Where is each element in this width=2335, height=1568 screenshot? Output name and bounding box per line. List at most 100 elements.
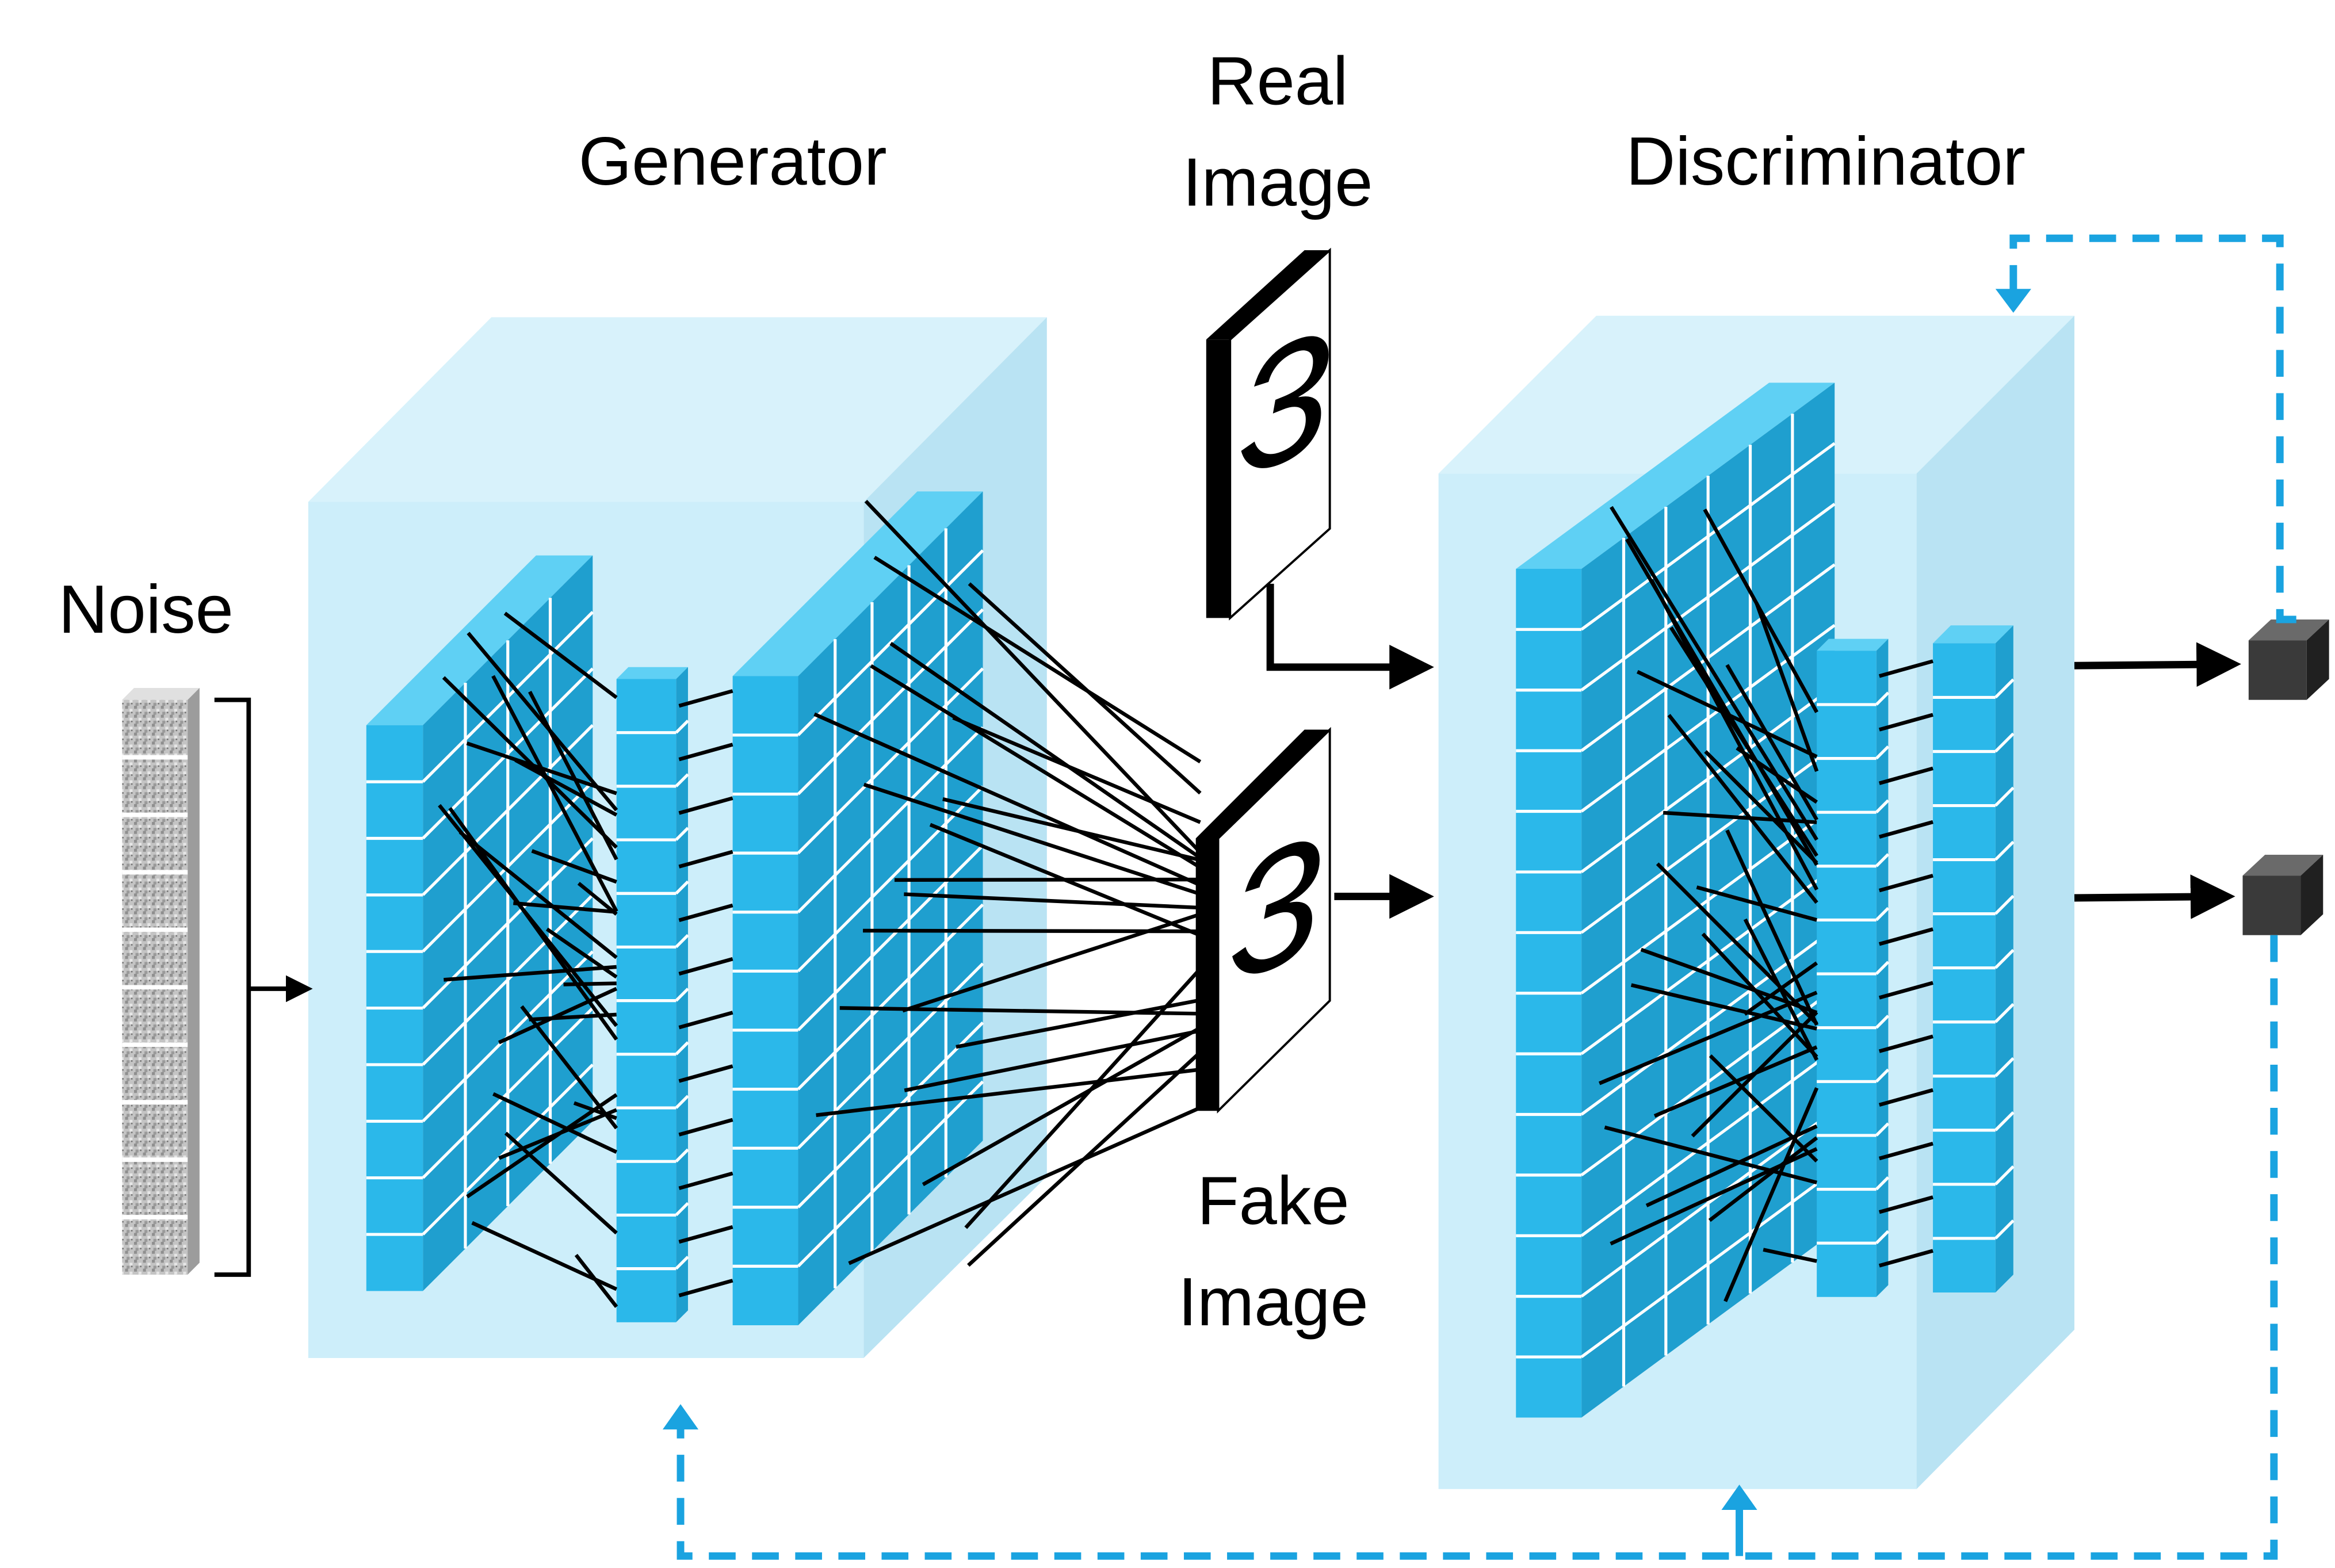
fake-image-label-line1: Fake [1197,1162,1350,1239]
gen-layer-2-side-row-line [675,827,689,841]
gen-layer-2-side-row-line [675,934,689,949]
fake-image-label-line2: Image [1178,1264,1369,1340]
disc-conn-1 [1763,1248,1817,1263]
gen-conn-3 [964,967,1202,1229]
gen-layer-1-top [366,555,593,725]
gen-conn-3 [904,1028,1201,1092]
feedback-arrowhead-top [1995,289,2031,313]
gen-conn-2 [678,796,733,815]
gen-layer-1 [366,555,594,1291]
gen-layer-3-side [798,491,983,1325]
gen-layer-2-side-row-line [675,1256,689,1270]
real-image-arrow [1266,583,1434,690]
noise-cells [122,755,188,1219]
noise-bracket [214,697,251,1277]
disc-conn-1 [1736,746,1818,804]
gen-layer-2-side-row-line [675,1202,689,1217]
disc-layer-2-side-row-line [1875,745,1890,760]
disc-conn-1 [1630,983,1817,1031]
disc-conn-1 [1743,961,1818,1016]
gen-conn-2 [678,689,733,708]
gen-conn-3 [968,582,1202,795]
gen-conn-2 [678,1118,733,1137]
gen-layer-3-side-row-line [797,667,984,854]
real-image-label-line2: Image [1183,144,1373,220]
gen-conn-3 [870,664,1202,869]
gen-conn-1 [444,965,617,982]
disc-layer-3-side-row-line [1994,1111,2015,1131]
disc-layer-3-side-row-line [1994,949,2015,969]
real-image-label-line1: Real [1207,43,1348,119]
disc-conn-2 [1879,1034,1933,1053]
feedback-arrowhead-discriminator-bottom [1721,1484,1757,1510]
gen-layer-3-top [732,491,983,676]
gen-layer-3-side-row-line [797,549,984,736]
feedback-loop-discriminator [1995,234,2296,624]
gen-conn-2 [678,957,733,976]
gen-conn-2 [678,1225,733,1244]
disc-conn-1 [1653,1045,1818,1118]
disc-layer-3-side-row-line [1994,894,2015,915]
disc-conn-2 [1879,766,1933,785]
gen-layer-2-side-row-line [675,1148,689,1163]
disc-layer-2-side-row-line [1875,799,1890,814]
gen-conn-3 [894,877,1201,882]
disc-conn-1 [1610,506,1818,841]
gen-layer-3-side-row-line [797,1080,984,1268]
disc-conn-1 [1691,1011,1818,1138]
disc-layer-3-side-row-line [1994,786,2015,807]
gen-layer-3-side-row-line [797,903,984,1091]
disc-conn-1 [1649,579,1819,891]
noise-label: Noise [58,571,233,648]
disc-layer-3-side-row-line [1994,1165,2015,1185]
gen-conn-3 [967,1050,1202,1267]
gen-conn-3 [864,499,1202,854]
generator-label: Generator [579,123,887,200]
gen-conn-1 [503,611,618,699]
gen-layer-3 [732,491,984,1325]
disc-conn-1 [1696,885,1818,922]
gen-layer-2-side-row-line [675,1041,689,1055]
gen-conn-2 [678,1011,733,1030]
gen-layer-2-side-row-line [675,880,689,895]
gen-conn-1 [498,986,618,1045]
disc-conn-1 [1645,1124,1818,1207]
gen-conn-3 [889,641,1202,860]
gen-layer-2-side-row-line [675,773,689,787]
disc-layer-2 [1817,638,1890,1297]
disc-conn-1 [1709,1054,1818,1162]
gen-conn-3 [813,712,1201,887]
output-cube-fake [2242,854,2323,935]
gen-conn-3 [902,912,1201,1013]
real-image-digit: 3 [1237,291,1331,515]
gen-layer-2-side-row-line [675,1095,689,1109]
disc-conn-2 [1879,874,1933,893]
disc-conn-2 [1879,659,1933,678]
feedback-arrowhead-generator [662,1404,699,1430]
fake-image-digit: 3 [1228,797,1322,1021]
gen-conn-1 [513,901,617,914]
disc-layer-2-side-row-line [1875,1176,1890,1191]
gen-conn-1 [528,691,618,861]
disc-conn-1 [1598,990,1818,1085]
disc-layer-2-side-row-line [1875,691,1890,706]
disc-layer-3-side-row-line [1994,678,2015,699]
gen-conn-2 [678,903,733,922]
fake-image: 3 [1195,726,1331,1114]
disc-conn-1 [1656,862,1818,1025]
gen-conn-1 [492,1092,618,1154]
gen-layer-3-side-row-line [797,726,984,913]
gen-conn-1 [577,882,618,916]
disc-layer-2-side-row-line [1875,961,1890,975]
discriminator-label: Discriminator [1626,123,2026,200]
disc-conn-1 [1663,810,1817,824]
gen-layer-2-side-row-line [675,988,689,1002]
disc-conn-1 [1701,932,1818,1058]
disc-conn-2 [1879,820,1933,839]
discriminator-to-real-output-arrow [2074,642,2241,687]
gen-layer-3-front [732,676,798,1325]
disc-layer-2-side-row-line [1875,1015,1890,1029]
feedback-loop-generator [662,935,2278,1560]
disc-conn-2 [1879,927,1933,946]
